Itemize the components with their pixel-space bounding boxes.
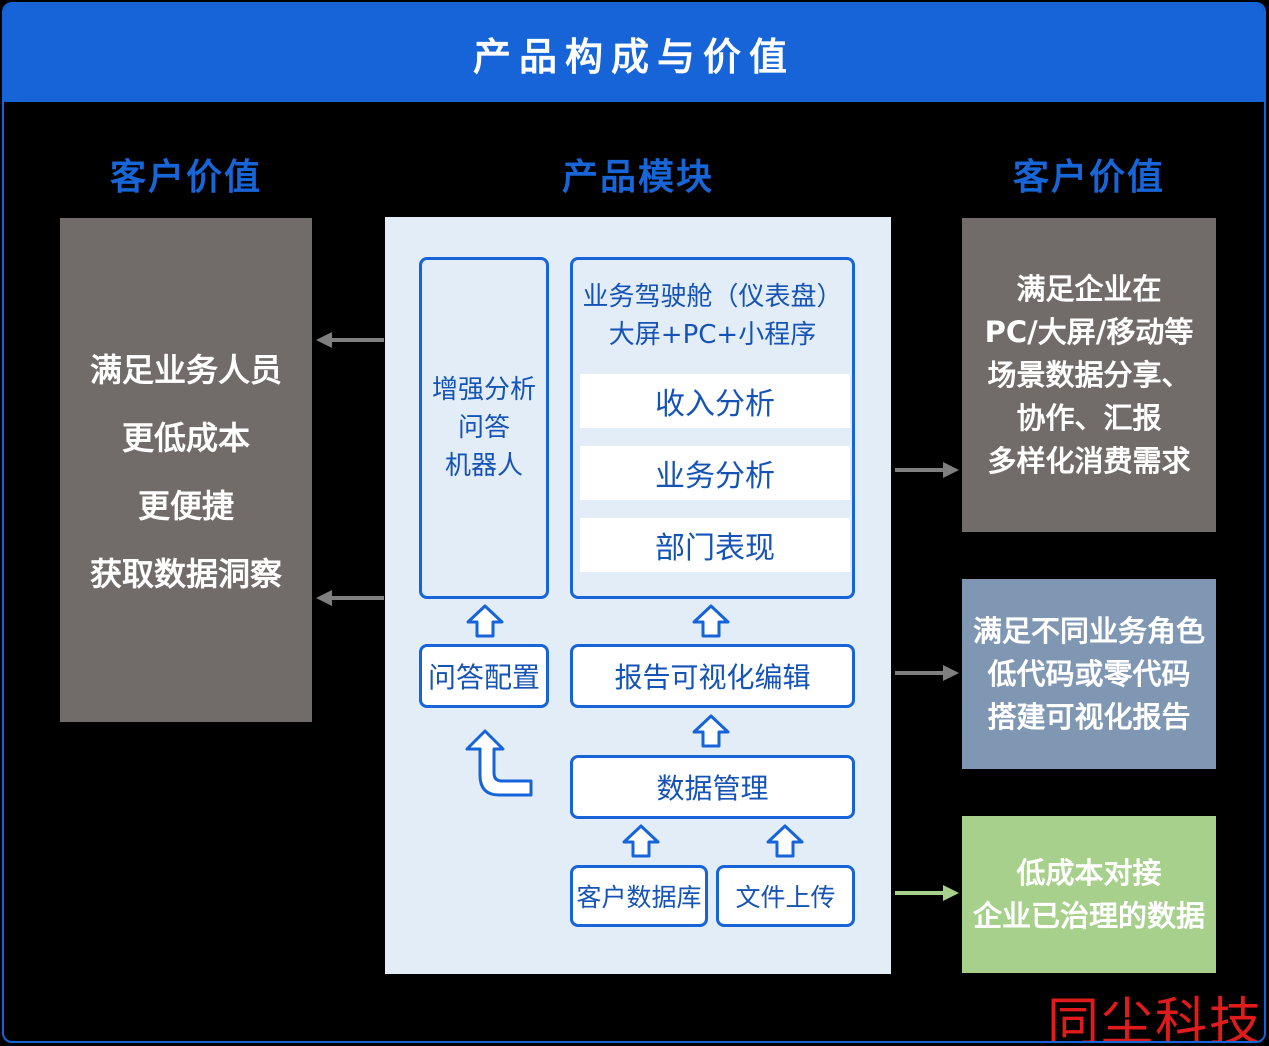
customer-database-module: 客户数据库 [570,865,708,927]
left-arrow-icon [316,332,384,348]
right-value-box-low-code: 满足不同业务角色 低代码或零代码 搭建可视化报告 [962,579,1216,769]
left-arrow-icon [316,590,384,606]
left-value-line: 获取数据洞察 [89,555,282,593]
up-arrow-icon [692,714,730,748]
qa-robot-line: 问答 [457,413,510,443]
report-editor-module: 报告可视化编辑 [570,644,855,708]
right-value-box-multi-screen: 满足企业在 PC/大屏/移动等 场景数据分享、 协作、汇报 多样化消费需求 [962,218,1216,532]
qa-robot-line: 增强分析 [431,375,536,405]
cockpit-title-line: 业务驾驶舱（仪表盘） [582,282,843,312]
right-value-line: 场景数据分享、 [987,357,1191,392]
left-column-header: 客户价值 [109,157,262,198]
right-arrow-icon [895,665,959,681]
left-value-line: 更便捷 [137,487,234,525]
file-upload-module: 文件上传 [716,865,855,927]
right-arrow-icon [895,462,959,478]
left-value-box: 满足业务人员 更低成本 更便捷 获取数据洞察 [60,218,312,722]
right-value-line: 满足不同业务角色 [972,613,1205,648]
revenue-analysis-item: 收入分析 [580,374,850,428]
right-column-header: 客户价值 [1012,157,1165,198]
right-value-box-data-integration: 低成本对接 企业已治理的数据 [962,816,1216,973]
cockpit-title-line: 大屏+PC+小程序 [608,320,817,350]
qa-robot-module: 增强分析 问答 机器人 [419,257,549,599]
right-value-line: 低代码或零代码 [987,656,1191,691]
center-column-header: 产品模块 [561,157,714,198]
right-value-line: 企业已治理的数据 [972,898,1205,933]
up-arrow-icon [622,824,660,858]
page-title: 产品构成与价值 [4,4,1264,102]
right-value-line: 低成本对接 [1016,855,1162,890]
right-value-line: 满足企业在 [1016,271,1162,306]
right-value-line: 搭建可视化报告 [987,699,1191,734]
left-value-line: 满足业务人员 [89,351,282,389]
up-arrow-icon [466,604,504,638]
right-arrow-icon [895,885,959,901]
cockpit-title: 业务驾驶舱（仪表盘） 大屏+PC+小程序 [573,278,852,354]
left-value-line: 更低成本 [121,419,250,457]
qa-config-module: 问答配置 [419,644,549,708]
department-performance-item: 部门表现 [580,518,850,572]
qa-robot-line: 机器人 [444,451,523,481]
up-arrow-icon [692,604,730,638]
product-modules-panel: 增强分析 问答 机器人 业务驾驶舱（仪表盘） 大屏+PC+小程序 收入分析 业务… [385,217,891,974]
right-value-line: PC/大屏/移动等 [984,314,1194,349]
watermark: 同尘科技 [1047,993,1264,1043]
business-cockpit-module: 业务驾驶舱（仪表盘） 大屏+PC+小程序 收入分析 业务分析 部门表现 [570,257,855,599]
business-analysis-item: 业务分析 [580,446,850,500]
up-arrow-icon [766,824,804,858]
data-management-module: 数据管理 [570,755,855,819]
right-value-line: 多样化消费需求 [987,443,1191,478]
curved-up-arrow-icon [465,729,533,797]
right-value-line: 协作、汇报 [1016,400,1162,435]
